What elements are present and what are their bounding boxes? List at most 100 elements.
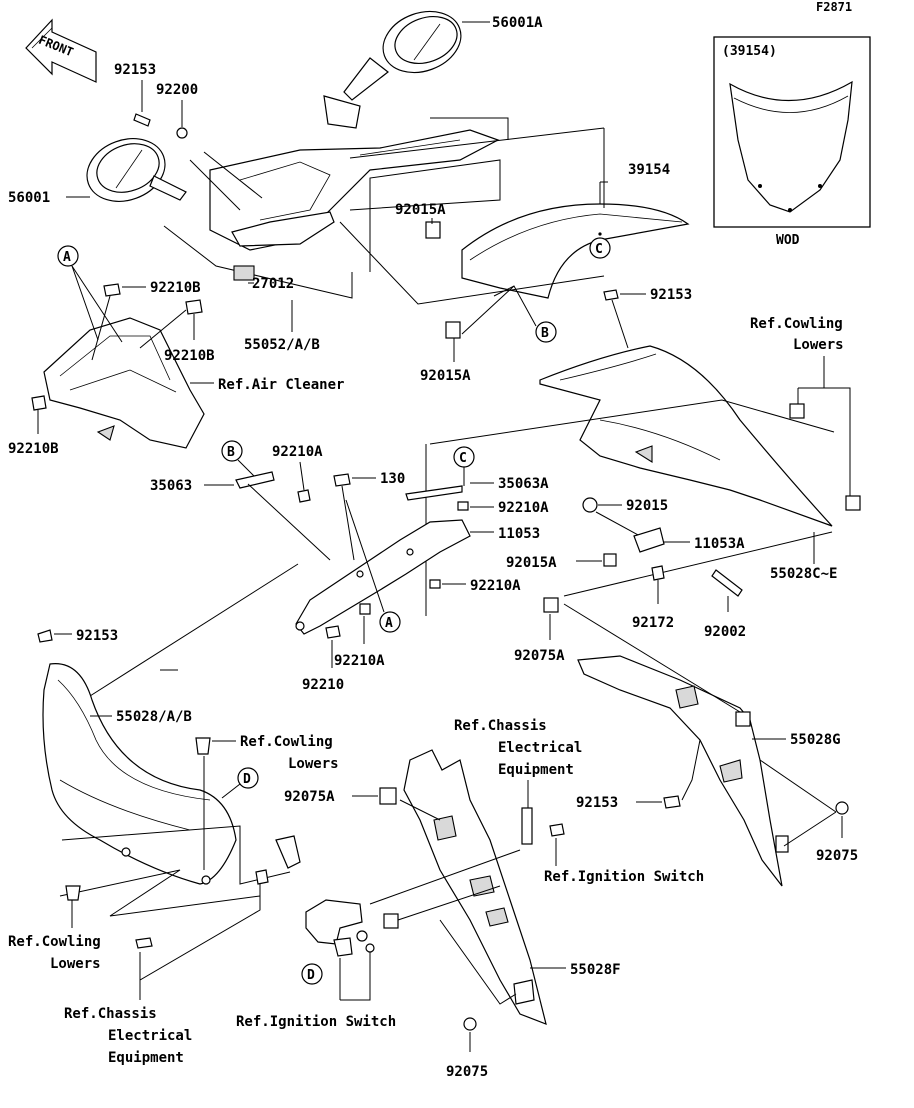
- bolt-130-icon: [333, 473, 351, 487]
- part-27012: 27012: [252, 276, 294, 292]
- part-56001: 56001: [8, 190, 50, 206]
- ref-cowling-lowers-3-line2: Lowers: [50, 956, 101, 972]
- mirror-right: [323, 10, 462, 129]
- grommet-92075A-b-icon: [379, 787, 397, 805]
- part-92210B-b: 92210B: [164, 348, 215, 364]
- nut-92210A-b-icon: [457, 501, 469, 511]
- callout-a-2-label: A: [385, 616, 393, 631]
- grommet-92015A-b-icon: [445, 321, 461, 339]
- callout-a-2: [379, 611, 401, 633]
- callout-b-1: [535, 321, 557, 343]
- washer-92200-icon: [176, 127, 188, 139]
- grommet-92015A-c-icon: [603, 553, 617, 567]
- part-55052: 55052/A/B: [244, 337, 320, 353]
- inset-windshield-box: (39154) WOD: [713, 36, 871, 248]
- part-11053A: 11053A: [694, 536, 745, 552]
- figure-code: F2871: [816, 0, 852, 14]
- connector-chassis-icon: [521, 807, 533, 845]
- part-92075A-b: 92075A: [284, 789, 335, 805]
- part-92015A-b: 92015A: [420, 368, 471, 384]
- callout-d-2: [301, 963, 323, 985]
- ref-chassis-elec-1-line2: Electrical: [498, 740, 582, 756]
- clip-92210B-b-icon: [185, 299, 203, 315]
- bolt-92172-icon: [651, 565, 665, 581]
- callout-a-1: [57, 245, 79, 267]
- part-92075A-a: 92075A: [514, 648, 565, 664]
- part-92153-d: 92153: [576, 795, 618, 811]
- clip-92210B-c-icon: [31, 395, 47, 411]
- grommet-92075A-a-icon: [543, 597, 559, 613]
- nut-92210A-d-icon: [359, 603, 371, 615]
- grommet-92075-a-icon: [835, 801, 849, 815]
- upper-cowl-55028CE: [539, 345, 833, 527]
- callout-b-2-label: B: [227, 445, 235, 460]
- part-92153-b: 92153: [650, 287, 692, 303]
- grommet-92015A-a-icon: [425, 221, 441, 239]
- part-55028G: 55028G: [790, 732, 841, 748]
- part-55028F: 55028F: [570, 962, 621, 978]
- part-11053: 11053: [498, 526, 540, 542]
- ref-cowling-lowers-2-line2: Lowers: [288, 756, 339, 772]
- clip-92210B-a-icon: [103, 283, 121, 297]
- front-arrow-icon: FRONT: [25, 18, 97, 83]
- part-130: 130: [380, 471, 405, 487]
- upper-stay-55052: [209, 129, 500, 251]
- ref-chassis-elec-1-line3: Equipment: [498, 762, 574, 778]
- part-92153-c: 92153: [76, 628, 118, 644]
- ref-cowling-lowers-1-line1: Ref.Cowling: [750, 316, 843, 332]
- part-92002: 92002: [704, 624, 746, 640]
- bolt-92002-icon: [711, 569, 743, 597]
- part-92015: 92015: [626, 498, 668, 514]
- part-55028CE: 55028C~E: [770, 566, 837, 582]
- bolt-chassis-icon: [135, 937, 153, 949]
- part-92210B-c: 92210B: [8, 441, 59, 457]
- callout-d-1-label: D: [243, 772, 251, 787]
- ref-cowling-lowers-1-line2: Lowers: [793, 337, 844, 353]
- part-92075-b: 92075: [446, 1064, 488, 1080]
- ref-chassis-elec-1-line1: Ref.Chassis: [454, 718, 547, 734]
- ref-cowling-lowers-3-line1: Ref.Cowling: [8, 934, 101, 950]
- ref-chassis-elec-2-line3: Equipment: [108, 1050, 184, 1066]
- ref-air-cleaner: Ref.Air Cleaner: [218, 377, 344, 393]
- callout-d-1: [237, 767, 259, 789]
- part-92210B-a: 92210B: [150, 280, 201, 296]
- part-92172: 92172: [632, 615, 674, 631]
- bracket-35063A-icon: [405, 485, 463, 501]
- part-92200: 92200: [156, 82, 198, 98]
- bracket-35063-icon: [235, 471, 275, 489]
- nut-92015-icon: [582, 497, 598, 513]
- callout-b-1-label: B: [541, 326, 549, 341]
- callout-a-1-label: A: [63, 250, 71, 265]
- ref-cowling-lowers-2-line1: Ref.Cowling: [240, 734, 333, 750]
- nut-92210A-a-icon: [297, 489, 311, 503]
- part-56001A: 56001A: [492, 15, 543, 31]
- mirror-left: [86, 138, 187, 202]
- part-55028AB: 55028/A/B: [116, 709, 192, 725]
- part-92075-a: 92075: [816, 848, 858, 864]
- ref-chassis-elec-2-line2: Electrical: [108, 1028, 192, 1044]
- part-35063A: 35063A: [498, 476, 549, 492]
- inset-code: (39154): [722, 44, 777, 59]
- bolt-92153-icon: [133, 113, 151, 127]
- part-39154: 39154: [628, 162, 670, 178]
- grommet-92075-b-icon: [463, 1017, 477, 1031]
- windshield-39154: [461, 203, 690, 299]
- part-92015A-c: 92015A: [506, 555, 557, 571]
- part-92015A-a: 92015A: [395, 202, 446, 218]
- part-92210: 92210: [302, 677, 344, 693]
- part-35063: 35063: [150, 478, 192, 494]
- label-27012-icon: [233, 265, 255, 281]
- side-cowl-55028AB: [42, 663, 237, 885]
- inner-panel-55028G: [577, 655, 789, 887]
- inner-panel-55028F: [403, 749, 547, 1025]
- bolt-92153-c-icon: [37, 629, 53, 643]
- grommet-cowling-lower-b-icon: [845, 495, 861, 511]
- callout-c-2-label: C: [459, 451, 467, 466]
- inset-caption: WOD: [776, 233, 800, 248]
- bolt-92153-b-icon: [603, 289, 619, 301]
- grommet-chassis-a-icon: [255, 869, 269, 885]
- nut-92210A-c-icon: [429, 579, 441, 589]
- part-92210A-a: 92210A: [272, 444, 323, 460]
